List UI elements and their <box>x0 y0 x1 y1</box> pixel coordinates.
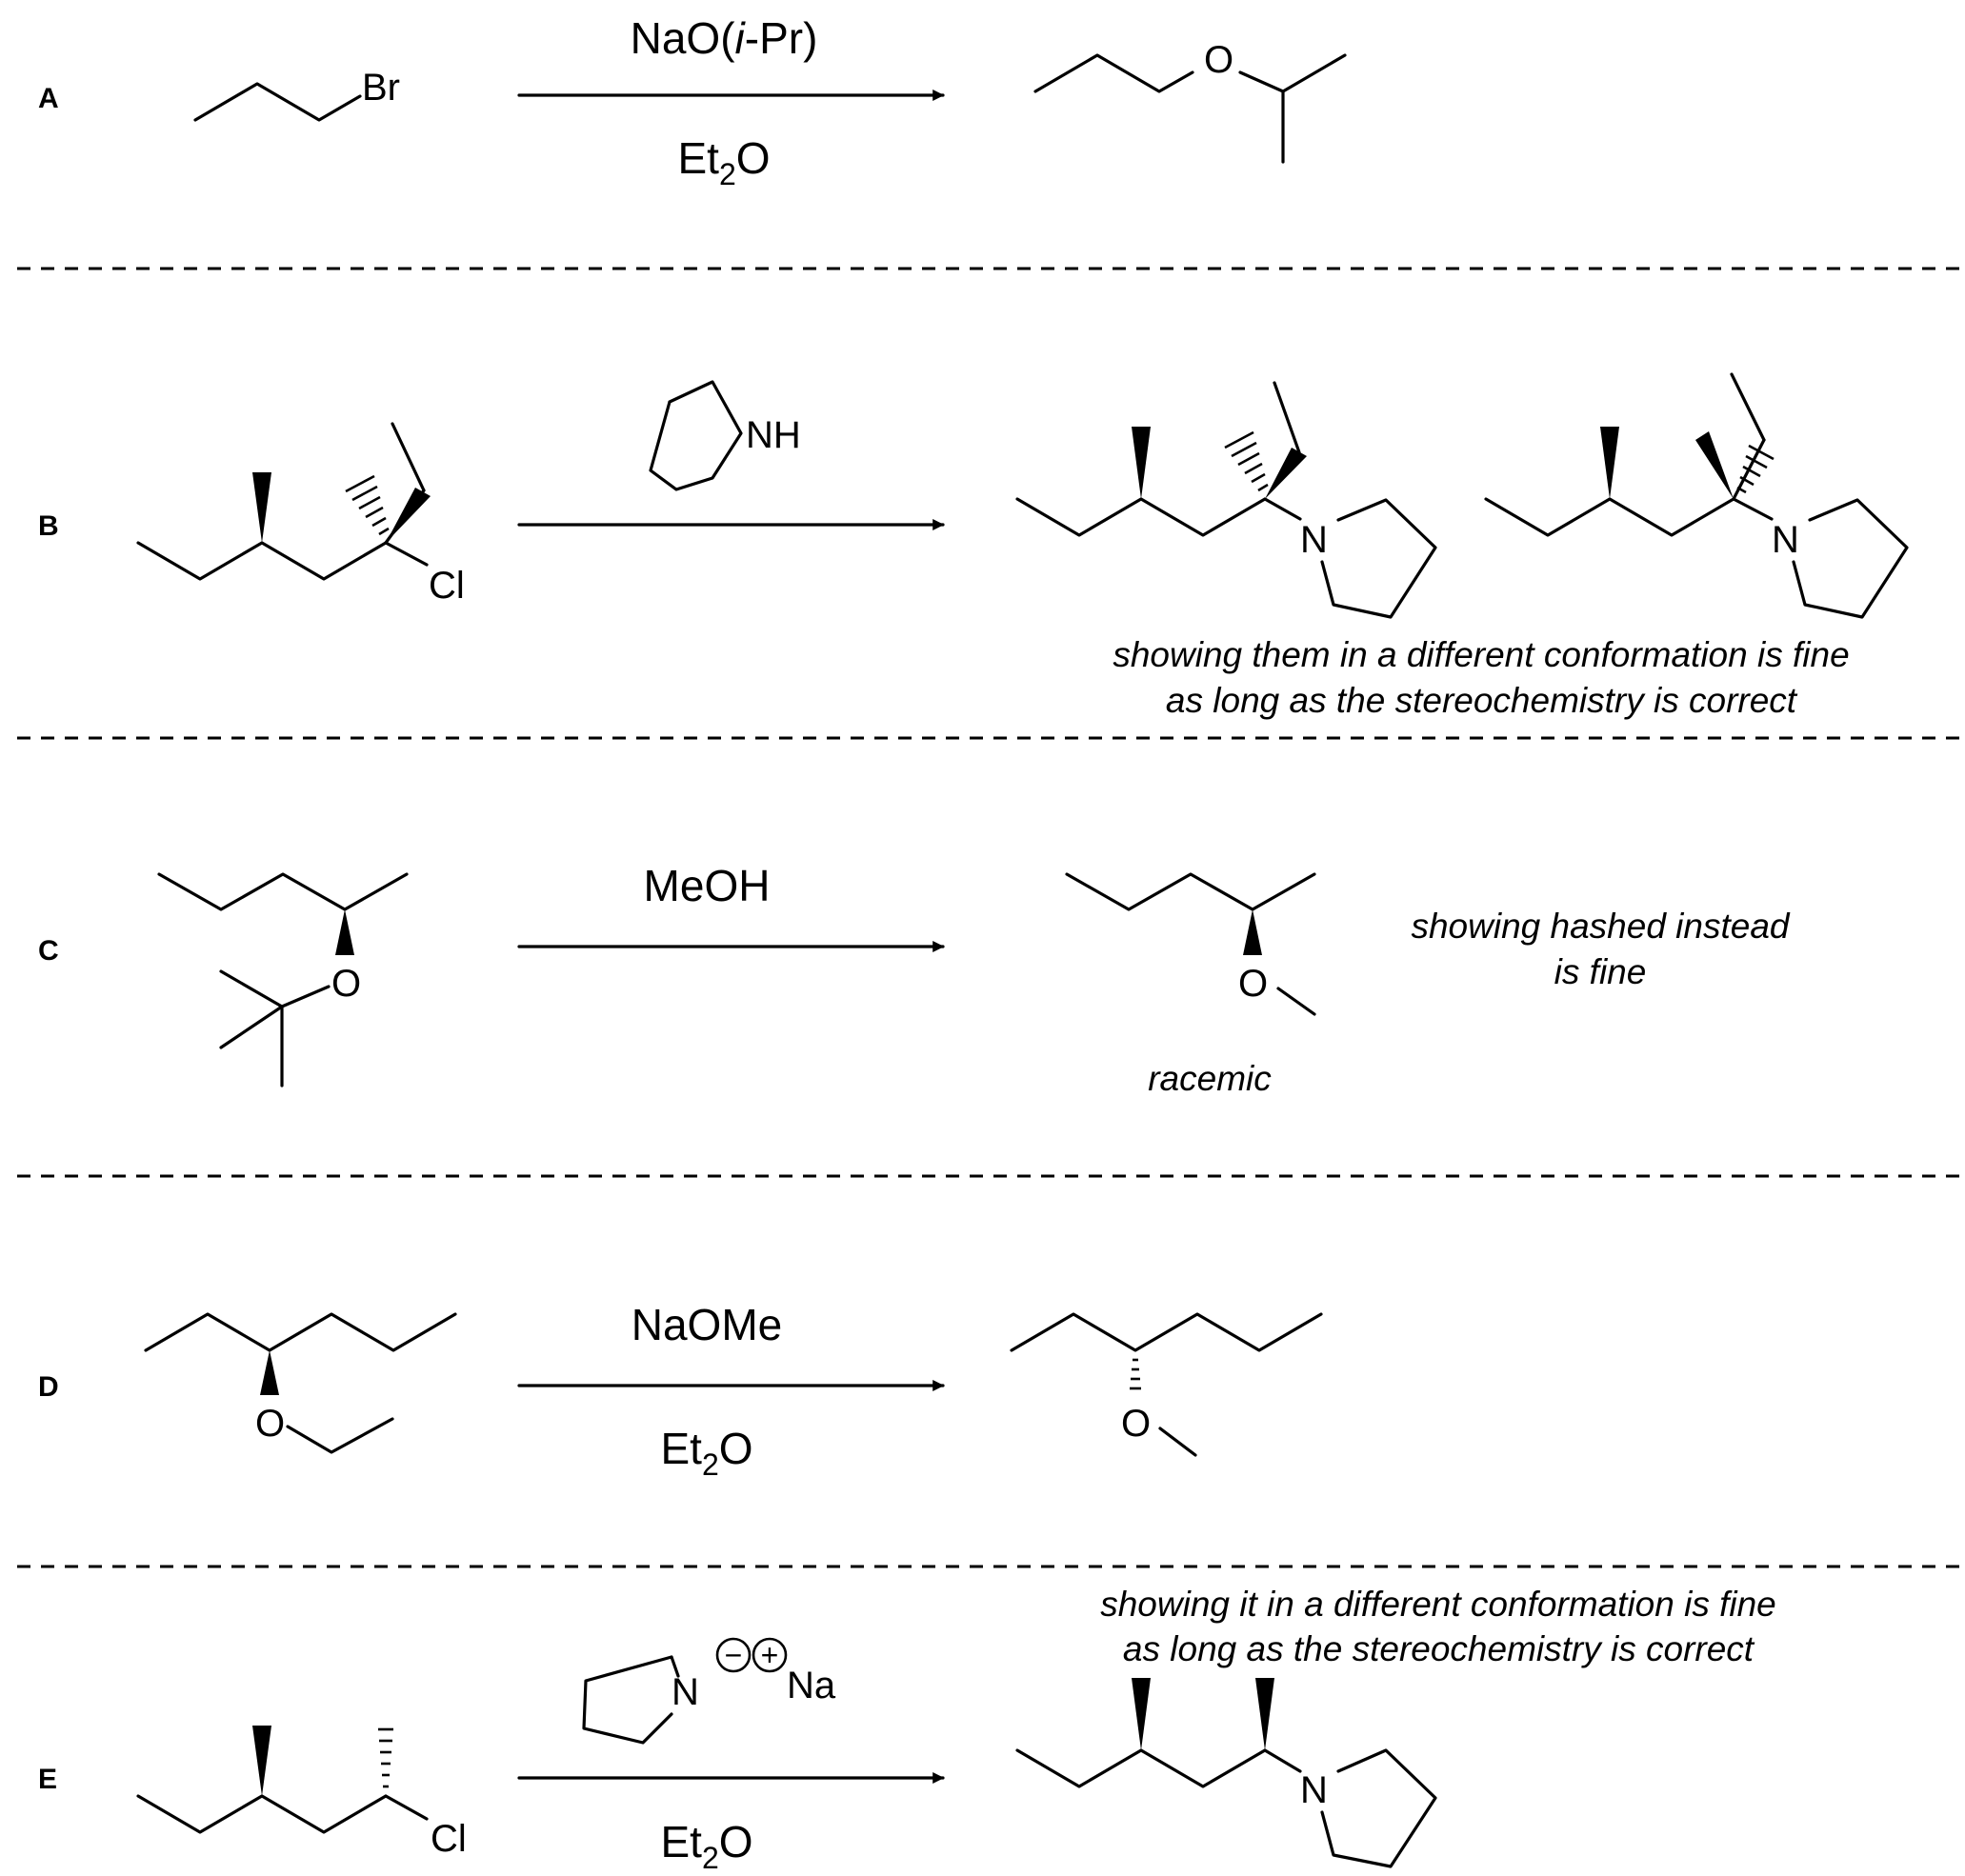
svg-text:−: − <box>725 1638 743 1672</box>
atom-label: NH <box>746 414 801 456</box>
atom-label: N <box>1300 1769 1328 1811</box>
atom-label: O <box>1121 1403 1151 1445</box>
atom-label: Cl <box>431 1818 467 1860</box>
reagent-label: NaO(i-Pr) <box>631 13 818 63</box>
note-line: showing hashed instead <box>1411 907 1790 946</box>
product-molecule: N <box>1015 1678 1437 1868</box>
reactant-molecule: Cl <box>136 1726 467 1860</box>
reaction-label: A <box>38 83 59 114</box>
atom-label: N <box>1772 519 1799 561</box>
product-molecule: O <box>1010 1312 1323 1457</box>
note-line: is fine <box>1554 952 1647 991</box>
product-molecule: O <box>1033 39 1347 164</box>
reaction-label: E <box>38 1764 57 1795</box>
reaction-label: B <box>38 510 59 542</box>
reaction-label: D <box>38 1371 59 1403</box>
note-line: showing them in a different conformation… <box>1113 635 1849 674</box>
atom-label: Br <box>362 67 400 109</box>
reactant-molecule: Br <box>193 67 400 122</box>
reaction-d: D O NaOMe Et2O O <box>38 1300 1323 1482</box>
solvent-label: Et2O <box>677 133 770 191</box>
product-molecule-2: N <box>1484 372 1909 619</box>
atom-label: O <box>255 1403 285 1445</box>
note-line: as long as the stereochemistry is correc… <box>1123 1629 1755 1668</box>
solvent-label: Et2O <box>660 1817 752 1875</box>
positive-charge-icon: + <box>752 1637 788 1673</box>
reagent-molecule: N − + Na <box>582 1637 836 1745</box>
negative-charge-icon: − <box>715 1637 752 1673</box>
product-molecule: O <box>1065 872 1316 1016</box>
reaction-e: E Cl N − + <box>38 1585 1776 1875</box>
reactant-molecule: O <box>144 1312 457 1454</box>
atom-label: O <box>1204 39 1233 81</box>
atom-label: O <box>1238 963 1268 1005</box>
note-line: showing it in a different conformation i… <box>1100 1585 1776 1624</box>
product-molecule-1: N <box>1015 381 1437 619</box>
reactant-molecule: Cl <box>136 422 465 607</box>
reaction-a: A Br NaO(i-Pr) Et2O O <box>38 13 1347 191</box>
reaction-c: C O MeOH O racemic showing hashed instea… <box>38 861 1791 1098</box>
reactant-molecule: O <box>157 872 409 1088</box>
note-line: as long as the stereochemistry is correc… <box>1166 681 1798 720</box>
atom-label: N <box>672 1671 699 1713</box>
reaction-b: B Cl NH <box>38 372 1909 720</box>
reaction-label: C <box>38 935 59 967</box>
reagent-label: NaOMe <box>632 1300 782 1349</box>
svg-text:+: + <box>761 1638 779 1672</box>
product-note: racemic <box>1148 1059 1272 1098</box>
solvent-label: Et2O <box>660 1424 752 1482</box>
reagent-label: MeOH <box>644 861 771 910</box>
reagent-molecule: NH <box>649 380 801 491</box>
atom-label: Cl <box>429 565 465 607</box>
counterion-label: Na <box>787 1665 836 1706</box>
atom-label: N <box>1300 519 1328 561</box>
atom-label: O <box>331 963 361 1005</box>
